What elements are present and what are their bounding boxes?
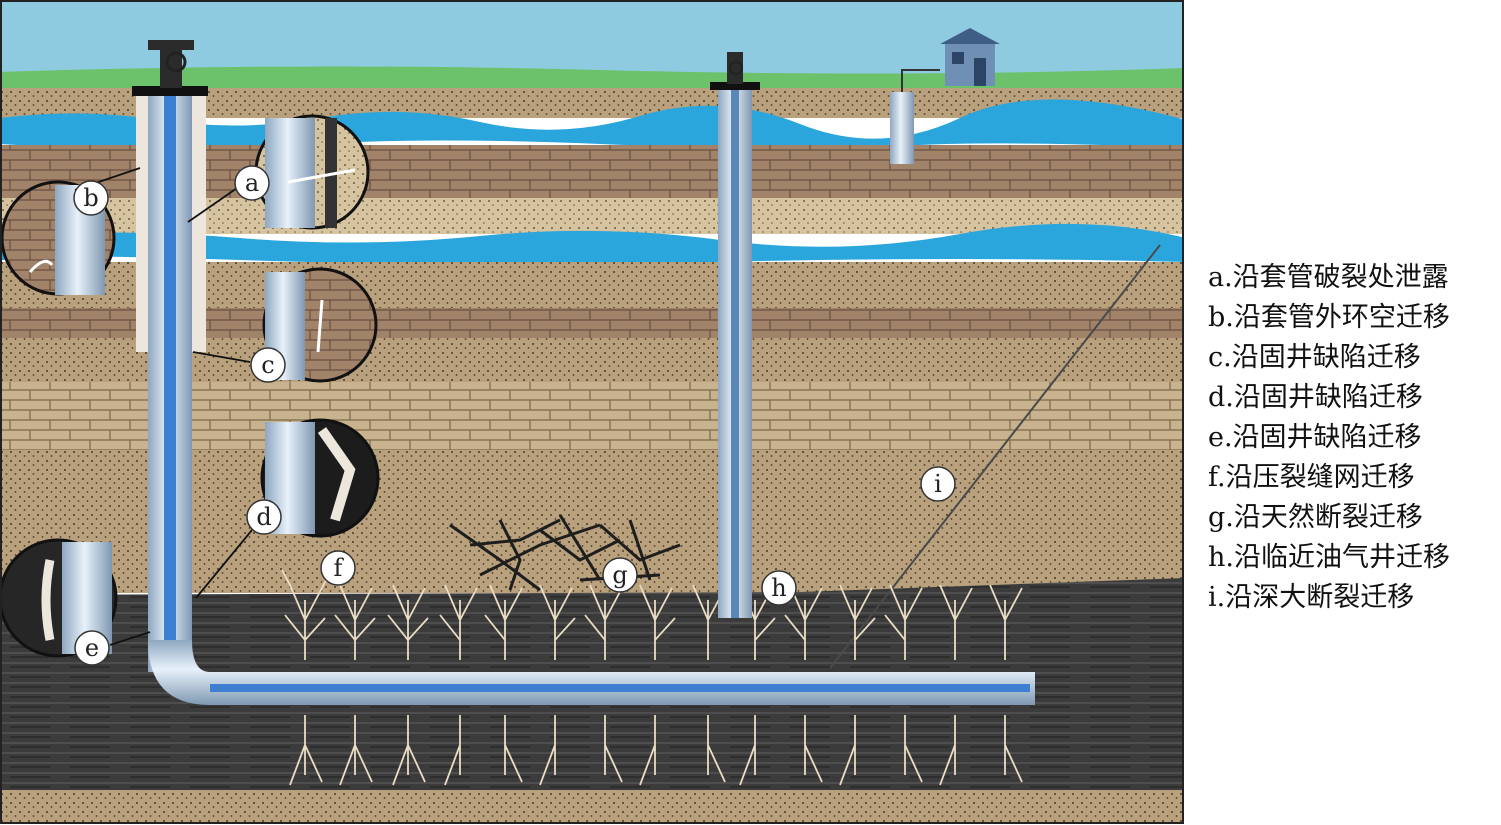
callout-label-f: f	[334, 554, 345, 582]
deep-fault	[829, 244, 1161, 669]
deep-aquifer	[2, 223, 1182, 265]
main-wellhead-flange	[132, 86, 208, 96]
legend-item-g: g.沿天然断裂迁移	[1208, 502, 1423, 533]
callout-g: g	[602, 557, 638, 593]
legend: a.沿套管破裂处泄露 b.沿套管外环空迁移 c.沿固井缺陷迁移 d.沿固井缺陷迁…	[1208, 258, 1501, 618]
callout-label-i: i	[934, 470, 942, 498]
leader-lines	[74, 167, 253, 646]
diagram-frame	[0, 0, 1184, 824]
legend-item-h: h.沿临近油气井迁移	[1208, 542, 1450, 573]
brick-layer-3	[2, 382, 1182, 452]
callout-i: i	[920, 466, 956, 502]
inset-a	[254, 114, 370, 230]
callout-c: c	[250, 347, 286, 383]
neighbor-wellhead-valve-icon	[729, 61, 743, 75]
sand-layer-5	[2, 498, 1182, 593]
basement-layer	[2, 790, 1182, 822]
main-well-tubing	[164, 92, 176, 672]
house-icon	[940, 28, 1000, 86]
callout-a: a	[234, 165, 270, 201]
water-well	[890, 92, 914, 164]
legend-item-i: i.沿深大断裂迁移	[1208, 582, 1415, 613]
callout-h: h	[761, 570, 797, 606]
legend-item-c: c.沿固井缺陷迁移	[1208, 342, 1421, 373]
hydraulic-fractures	[281, 569, 1023, 786]
callout-label-e: e	[85, 634, 99, 662]
main-wellhead-valve-icon	[165, 51, 187, 73]
legend-item-e: e.沿固井缺陷迁移	[1208, 422, 1422, 453]
callout-label-d: d	[256, 503, 271, 531]
neighbor-wellhead	[727, 52, 743, 84]
legend-item-a: a.沿套管破裂处泄露	[1208, 262, 1449, 293]
legend-item-d: d.沿固井缺陷迁移	[1208, 382, 1423, 413]
callout-e: e	[74, 630, 110, 666]
legend-item-b: b.沿套管外环空迁移	[1208, 302, 1450, 333]
callout-label-c: c	[261, 351, 274, 379]
callout-label-a: a	[245, 169, 259, 197]
sand-layer-4	[2, 450, 1182, 500]
callout-b: b	[73, 180, 109, 216]
callout-label-g: g	[612, 561, 627, 589]
neighbor-wellhead-flange	[710, 82, 760, 90]
callout-d: d	[246, 499, 282, 535]
legend-item-f: f.沿压裂缝网迁移	[1208, 462, 1415, 493]
callout-label-b: b	[83, 184, 98, 212]
ground-surface	[2, 66, 1182, 92]
callout-label-h: h	[771, 574, 786, 602]
well-leakage-diagram: a b c d e f g h i	[0, 0, 1184, 824]
callout-f: f	[320, 550, 356, 586]
strata	[2, 2, 1182, 822]
